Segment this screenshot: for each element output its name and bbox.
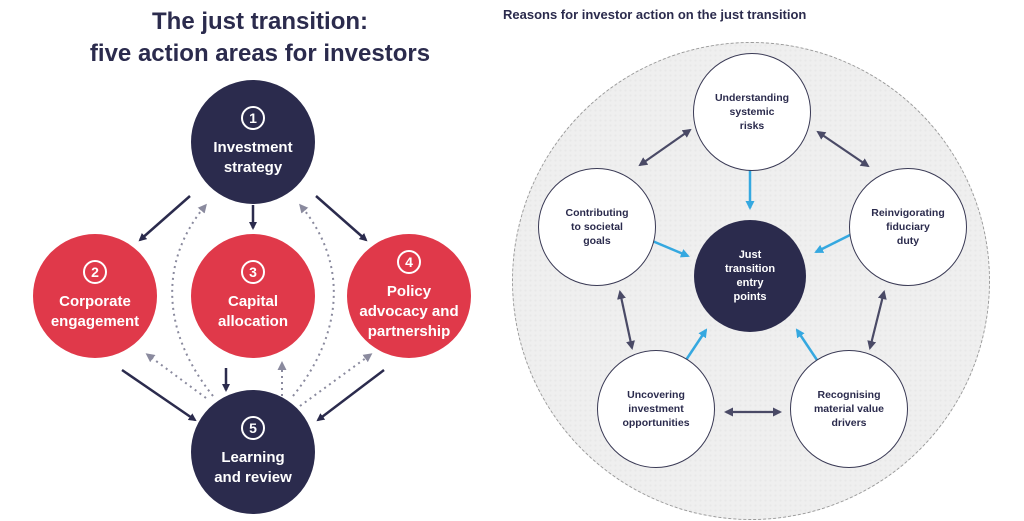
reason-2-line-3: duty bbox=[896, 235, 920, 247]
link-contributing-understanding bbox=[638, 128, 692, 167]
left-diagram-title: The just transition: five action areas f… bbox=[40, 6, 480, 70]
reason-2-line-2: fiduciary bbox=[886, 221, 930, 233]
action-area-learning-review: 5 Learning and review bbox=[191, 390, 315, 514]
feedback-5-to-4 bbox=[299, 353, 373, 407]
reason-5-line-1: Contributing bbox=[565, 207, 629, 219]
reason-5-label: Contributing to societal goals bbox=[566, 206, 629, 248]
reason-3-line-3: drivers bbox=[831, 417, 867, 429]
arrow-1-to-2 bbox=[138, 195, 191, 242]
action-area-policy-advocacy: 4 Policy advocacy and partnership bbox=[347, 234, 471, 358]
action-area-investment-strategy: 1 Investment strategy bbox=[191, 80, 315, 204]
action-area-corporate-engagement: 2 Corporate engagement bbox=[33, 234, 157, 358]
left-title-line-2: five action areas for investors bbox=[89, 40, 431, 67]
center-line-1: Just bbox=[738, 249, 762, 261]
just-transition-entry-points: Just transition entry points bbox=[694, 220, 806, 332]
area-label-2: Corporate engagement bbox=[51, 292, 139, 332]
arrow-1-to-4 bbox=[315, 195, 368, 242]
area-4-line-3: partnership bbox=[367, 323, 451, 340]
reason-4-label: Uncovering investment opportunities bbox=[622, 388, 689, 430]
blue-arrow-from-bottom-left bbox=[684, 328, 708, 361]
area-number-4: 4 bbox=[397, 250, 421, 274]
center-line-3: entry bbox=[736, 277, 764, 289]
area-2-line-1: Corporate bbox=[59, 293, 131, 310]
reason-recognising-material-value-drivers: Recognising material value drivers bbox=[790, 350, 908, 468]
right-diagram-title: Reasons for investor action on the just … bbox=[503, 7, 807, 22]
area-4-line-2: advocacy and bbox=[359, 303, 459, 320]
area-1-line-1: Investment bbox=[213, 139, 293, 156]
reason-4-line-1: Uncovering bbox=[627, 389, 685, 401]
reason-1-line-3: risks bbox=[739, 120, 765, 132]
reason-3-label: Recognising material value drivers bbox=[814, 388, 884, 430]
reason-3-line-1: Recognising bbox=[817, 389, 881, 401]
area-2-line-2: engagement bbox=[50, 313, 140, 330]
area-3-line-1: Capital bbox=[227, 293, 278, 310]
reason-4-line-2: investment bbox=[628, 403, 684, 415]
reason-1-line-2: systemic bbox=[729, 106, 775, 118]
area-label-1: Investment strategy bbox=[213, 138, 292, 178]
reason-contributing-to-societal-goals: Contributing to societal goals bbox=[538, 168, 656, 286]
reason-2-line-1: Reinvigorating bbox=[871, 207, 945, 219]
blue-arrow-from-bottom-right bbox=[795, 328, 819, 361]
area-5-line-1: Learning bbox=[221, 449, 285, 466]
reason-2-label: Reinvigorating fiduciary duty bbox=[871, 206, 945, 248]
feedback-5-to-1-left bbox=[171, 203, 214, 397]
blue-arrow-from-left bbox=[649, 238, 690, 258]
center-label: Just transition entry points bbox=[725, 248, 775, 304]
area-number-3: 3 bbox=[241, 260, 265, 284]
area-5-line-2: and review bbox=[214, 469, 292, 486]
link-understanding-reinvigorating bbox=[816, 130, 870, 168]
link-reinvigorating-recognising bbox=[867, 290, 887, 350]
left-title-line-1: The just transition: bbox=[152, 8, 368, 35]
reason-reinvigorating-fiduciary-duty: Reinvigorating fiduciary duty bbox=[849, 168, 967, 286]
reason-1-label: Understanding systemic risks bbox=[715, 91, 789, 133]
link-uncovering-contributing bbox=[617, 290, 635, 350]
reason-uncovering-investment-opportunities: Uncovering investment opportunities bbox=[597, 350, 715, 468]
area-number-2: 2 bbox=[83, 260, 107, 284]
reason-5-line-3: goals bbox=[583, 235, 611, 247]
reason-1-line-1: Understanding bbox=[714, 92, 790, 104]
reason-understanding-systemic-risks: Understanding systemic risks bbox=[693, 53, 811, 171]
blue-arrow-from-right bbox=[814, 232, 853, 254]
area-number-5: 5 bbox=[241, 416, 265, 440]
action-area-capital-allocation: 3 Capital allocation bbox=[191, 234, 315, 358]
area-label-5: Learning and review bbox=[214, 448, 292, 488]
reason-4-line-3: opportunities bbox=[622, 417, 690, 429]
center-line-2: transition bbox=[724, 263, 776, 275]
area-number-1: 1 bbox=[241, 106, 265, 130]
arrow-2-to-5 bbox=[121, 368, 197, 422]
area-label-3: Capital allocation bbox=[218, 292, 288, 332]
area-label-4: Policy advocacy and partnership bbox=[359, 282, 458, 342]
area-4-line-1: Policy bbox=[386, 283, 432, 300]
reason-5-line-2: to societal bbox=[571, 221, 623, 233]
arrow-4-to-5 bbox=[316, 369, 385, 422]
area-3-line-2: allocation bbox=[217, 313, 288, 330]
reason-3-line-2: material value bbox=[813, 403, 885, 415]
area-1-line-2: strategy bbox=[223, 159, 283, 176]
center-line-4: points bbox=[733, 291, 767, 303]
feedback-5-to-1-right bbox=[292, 203, 335, 397]
feedback-5-to-2 bbox=[145, 353, 207, 399]
